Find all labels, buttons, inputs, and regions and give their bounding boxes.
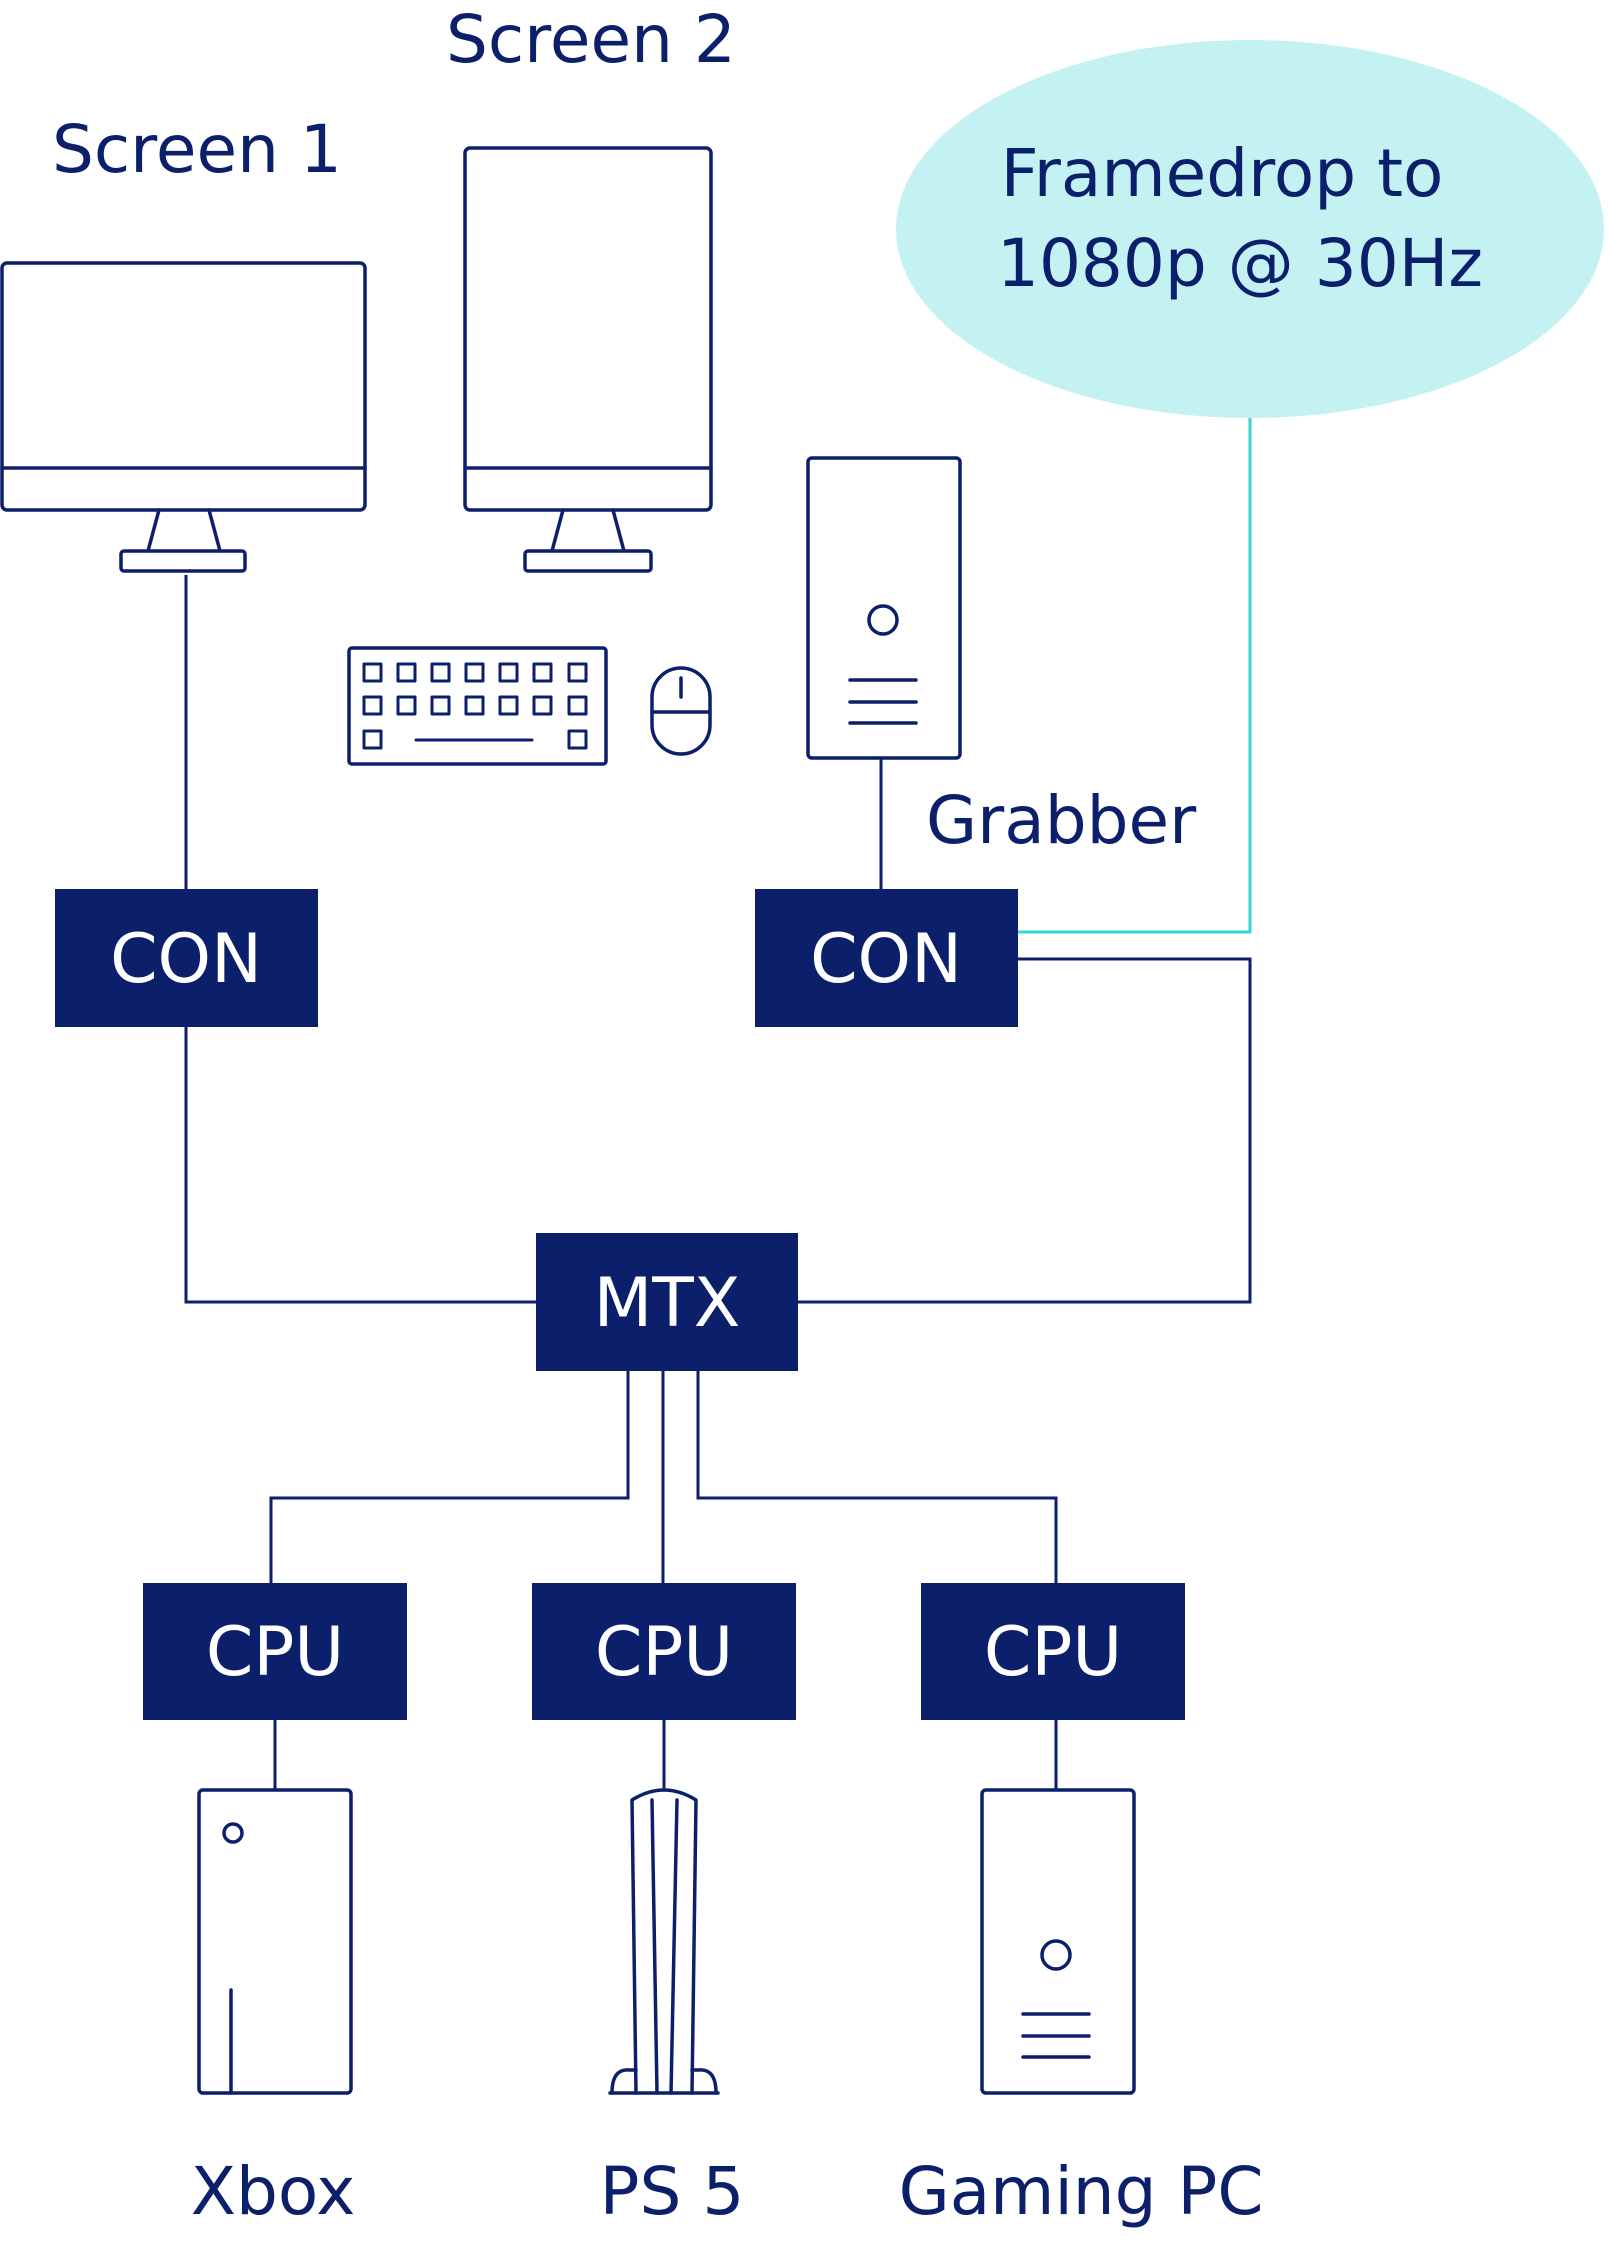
pc-tower-icon — [806, 456, 962, 760]
grabber-label: Grabber — [926, 782, 1197, 859]
wire-con-left-mtx — [184, 1027, 536, 1304]
wire-mtx-con-right — [798, 957, 1252, 1304]
connection-wires — [184, 418, 1252, 1790]
cpu-left-box: CPU — [143, 1583, 407, 1720]
monitor-icon — [463, 146, 713, 573]
screen1-label: Screen 1 — [52, 111, 342, 188]
cpu-left-label: CPU — [206, 1613, 344, 1692]
monitor-icon — [0, 261, 367, 573]
con-left-label: CON — [110, 920, 262, 999]
mouse-icon — [650, 666, 712, 756]
con-right-box: CON — [755, 889, 1018, 1027]
callout-line-1: Framedrop to — [1001, 135, 1444, 212]
cpu-right-label: CPU — [984, 1613, 1122, 1692]
framedrop-callout: Framedrop to 1080p @ 30Hz — [896, 40, 1604, 418]
wire-mtx-cpu-right — [696, 1371, 1058, 1583]
keyboard-icon — [347, 646, 608, 766]
xbox-console-icon — [197, 1788, 353, 2095]
ps5-label: PS 5 — [600, 2153, 745, 2230]
callout-line-2: 1080p @ 30Hz — [997, 225, 1483, 302]
con-right-label: CON — [810, 920, 962, 999]
wire-mtx-cpu-left — [269, 1371, 630, 1583]
ps5-console-icon — [608, 1788, 720, 2095]
cpu-right-box: CPU — [921, 1583, 1185, 1720]
mtx-box: MTX — [536, 1233, 798, 1371]
mtx-label: MTX — [594, 1264, 741, 1343]
wire-callout-con — [1018, 418, 1252, 934]
xbox-label: Xbox — [191, 2153, 356, 2230]
cpu-middle-label: CPU — [595, 1613, 733, 1692]
pc-tower-icon — [980, 1788, 1136, 2095]
gaming-pc-label: Gaming PC — [899, 2153, 1264, 2230]
callout-bubble — [896, 40, 1604, 418]
screen2-label: Screen 2 — [446, 1, 736, 78]
con-left-box: CON — [55, 889, 318, 1027]
cpu-middle-box: CPU — [532, 1583, 796, 1720]
